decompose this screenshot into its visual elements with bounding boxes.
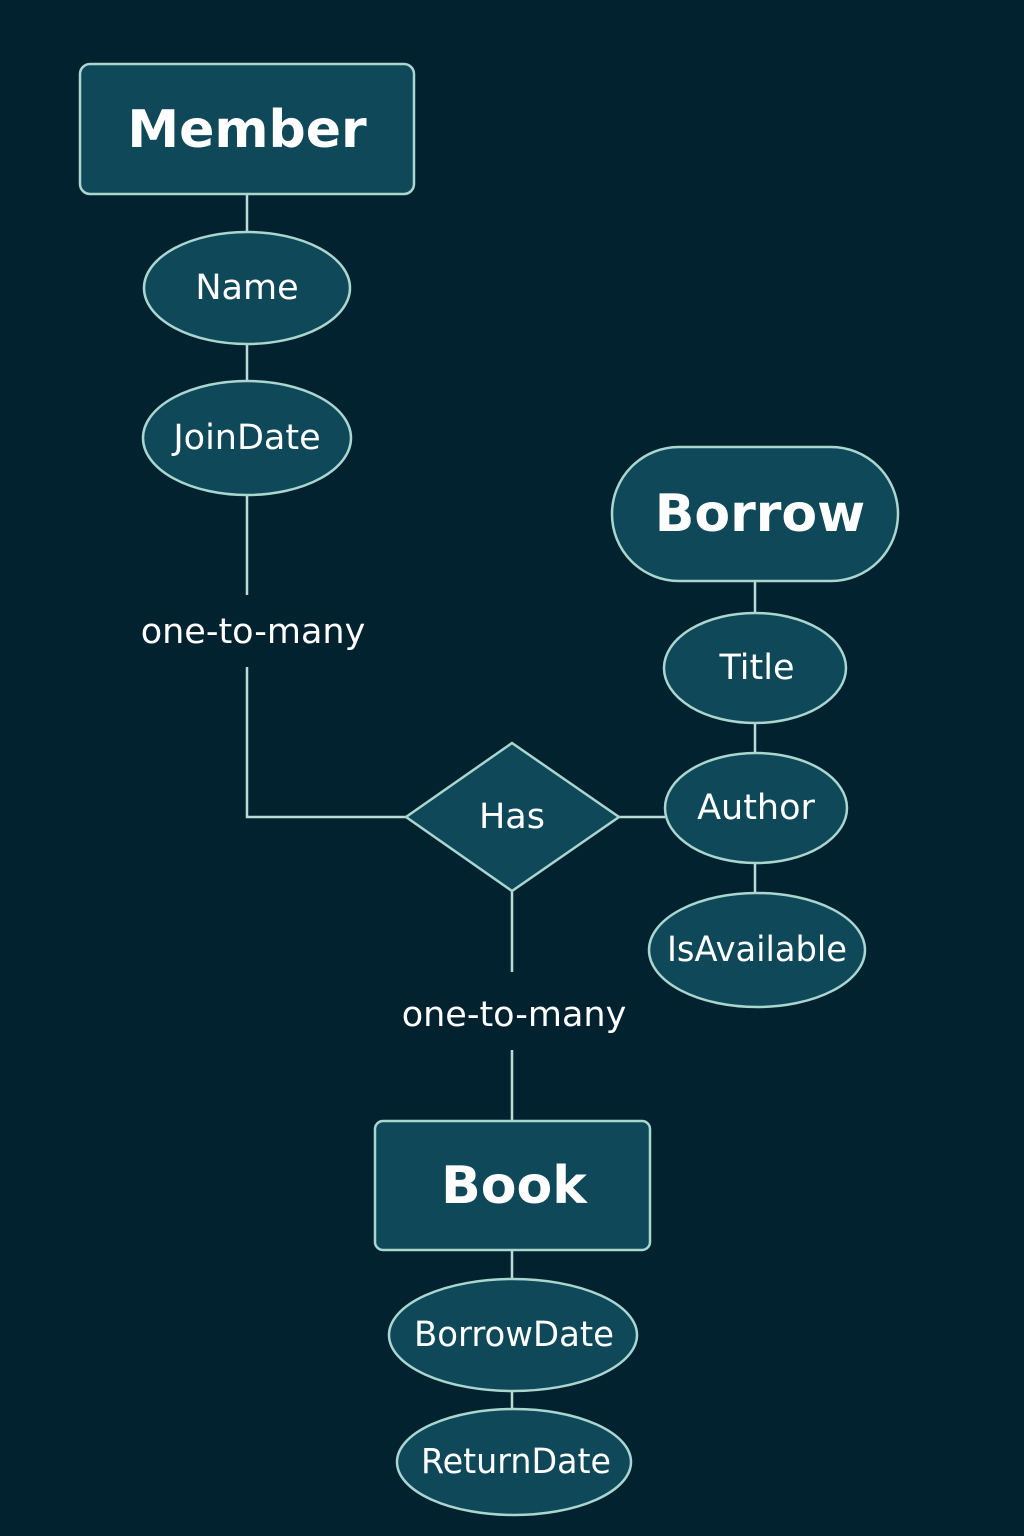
attribute-name: Name	[142, 230, 352, 346]
attribute-returndate-ellipse	[395, 1407, 633, 1517]
connectors	[245, 195, 757, 1410]
attribute-returndate: ReturnDate	[395, 1407, 633, 1517]
attribute-author-ellipse	[663, 751, 849, 865]
entity-borrow-label: Borrow	[655, 484, 865, 544]
attribute-title-label: Title	[718, 648, 794, 688]
attribute-name-ellipse	[142, 230, 352, 346]
attribute-joindate-label: JoinDate	[171, 418, 320, 458]
relationship-has-diamond	[403, 741, 622, 893]
attribute-name-label: Name	[195, 268, 298, 308]
attribute-author: Author	[663, 751, 849, 865]
attribute-title-ellipse	[662, 611, 848, 725]
attribute-returndate-label: ReturnDate	[421, 1442, 611, 1482]
entity-book: Book	[373, 1119, 652, 1252]
relationship-has-label: Has	[479, 797, 545, 837]
entity-member-box	[78, 62, 416, 196]
cardinality-has-connector	[245, 667, 406, 819]
cardinality-has-book: one-to-many	[402, 995, 627, 1035]
attribute-title: Title	[662, 611, 848, 725]
attribute-isavailable: IsAvailable	[647, 891, 867, 1009]
entity-borrow: Borrow	[610, 445, 900, 583]
attribute-joindate-ellipse	[141, 379, 353, 497]
attribute-isavailable-ellipse	[647, 891, 867, 1009]
attribute-borrowdate-label: BorrowDate	[414, 1315, 614, 1355]
attribute-borrowdate-ellipse	[387, 1277, 639, 1393]
attribute-author-label: Author	[697, 788, 815, 828]
entity-borrow-box	[610, 445, 900, 583]
attribute-joindate: JoinDate	[141, 379, 353, 497]
cardinality-member-has: one-to-many	[141, 612, 366, 652]
entity-member: Member	[78, 62, 416, 196]
attribute-isavailable-label: IsAvailable	[667, 930, 847, 970]
entity-book-label: Book	[441, 1156, 588, 1216]
relationship-has: Has	[403, 741, 622, 893]
entity-member-label: Member	[127, 100, 367, 160]
entity-book-box	[373, 1119, 652, 1252]
attribute-borrowdate: BorrowDate	[387, 1277, 639, 1393]
